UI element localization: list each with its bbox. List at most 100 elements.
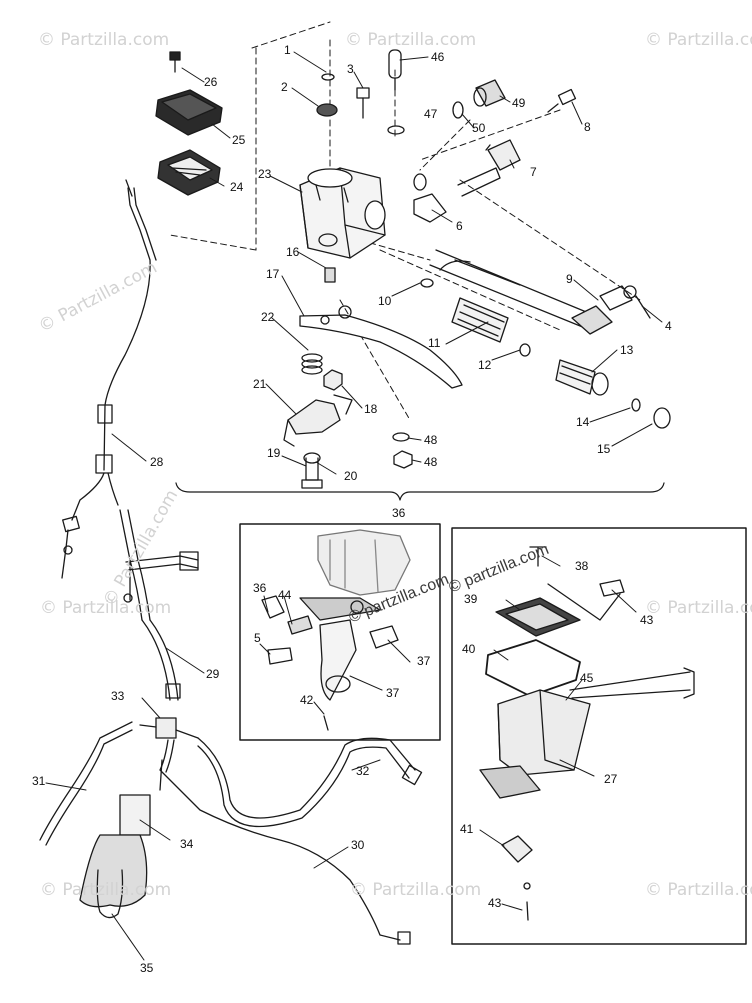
spring-22 [301,353,323,375]
callout-22: 22 [261,310,275,324]
seal-2 [316,103,338,117]
washer-48-top [387,125,405,135]
callout-35: 35 [140,961,154,975]
callout-15: 15 [597,442,611,456]
callout-37-right: 37 [417,654,431,668]
cover-screw [169,51,181,73]
callout-9: 9 [566,272,573,286]
callout-41: 40 [462,642,476,656]
bracket-7 [457,139,521,197]
ring-14 [631,398,641,412]
switch-bracket-21 [283,394,353,447]
callout-2: 2 [281,80,288,94]
callout-11: 11 [428,336,441,350]
watermark: © Partzilla.com [645,880,752,900]
bracket-36 [175,482,665,501]
throttle-cable-28 [61,179,157,579]
callout-31: 31 [32,774,46,788]
callout-16: 16 [286,245,300,259]
callout-50: 49 [512,96,526,110]
callout-20: 20 [344,469,358,483]
callout-40: 39 [464,592,478,606]
callout-51: 50 [472,121,486,135]
callout-48-bottom: 48 [424,433,438,447]
bushing-50 [473,79,506,107]
watermark: © Partzilla.com [40,880,172,900]
watermark: © Partzilla.com [40,598,172,618]
washer-51 [452,101,464,119]
callout-17: 17 [266,267,280,281]
watermark: © Partzilla.com [645,30,752,50]
callout-43-lower: 43 [488,896,502,910]
watermark: © Partzilla.com [38,30,170,50]
brake-hose-29 [119,509,199,701]
master-cylinder-housing [299,167,386,259]
pin-16 [324,267,336,283]
callout-19: 19 [267,446,281,460]
callout-45: 44 [278,588,292,602]
sleeve-13 [555,359,609,396]
inset-box-master-cylinder [451,527,747,945]
bolt-3 [356,87,370,119]
callout-5: 5 [254,631,261,645]
inset-box-switch-bracket [239,523,441,741]
callout-43-inset: 42 [300,693,314,707]
callout-27: 27 [604,772,618,786]
inset-switch-bracket-art [261,529,411,731]
handlebar-tube [429,249,597,331]
callout-32: 32 [356,764,370,778]
callout-39: 38 [575,559,589,573]
grip-11 [451,297,509,343]
nut-49 [393,450,413,469]
callout-23: 23 [258,167,272,181]
washer-12 [519,343,531,357]
reservoir-gasket [157,149,221,196]
callout-10: 10 [378,294,392,308]
callout-34: 34 [180,837,194,851]
callout-44: 43 [640,613,654,627]
watermark: © Partzilla.com [350,880,482,900]
callout-37-left: 36 [253,581,267,595]
bolt-8 [547,88,577,113]
callout-13: 13 [620,343,634,357]
callout-48-top: 47 [424,107,438,121]
callout-12: 12 [478,358,492,372]
callout-36: 36 [392,506,406,520]
watermark: © Partzilla.com [345,30,477,50]
callout-3: 3 [347,62,354,76]
callout-29: 29 [206,667,220,681]
callout-30: 30 [351,838,365,852]
callout-14: 14 [576,415,590,429]
bolt-19 [301,452,323,489]
callout-42: 41 [460,822,474,836]
nut-18 [323,369,343,391]
throttle-switch-9 [571,285,651,335]
callout-38: 37 [386,686,400,700]
callout-25: 25 [232,133,246,147]
callout-33: 33 [111,689,125,703]
callout-49: 48 [424,455,438,469]
callout-24: 24 [230,180,244,194]
watermark: © Partzilla.com [645,598,752,618]
callout-8: 8 [584,120,591,134]
callout-47: 46 [431,50,445,64]
callout-26: 26 [204,75,218,89]
clamp-6 [413,173,447,223]
callout-1: 1 [284,43,291,57]
pin-47 [388,49,402,91]
callout-7: 7 [530,165,537,179]
leader-lines [45,51,663,961]
callout-28: 28 [150,455,164,469]
washer-48-bottom [392,432,410,442]
callout-6: 6 [456,219,463,233]
callout-46: 45 [580,671,594,685]
brake-lever [299,305,463,389]
alignment-lines [169,21,641,421]
washer-1 [321,73,335,81]
callout-18: 18 [364,402,378,416]
brake-line-assembly [39,717,423,945]
washer-15 [653,407,671,429]
callout-4: 4 [665,319,672,333]
